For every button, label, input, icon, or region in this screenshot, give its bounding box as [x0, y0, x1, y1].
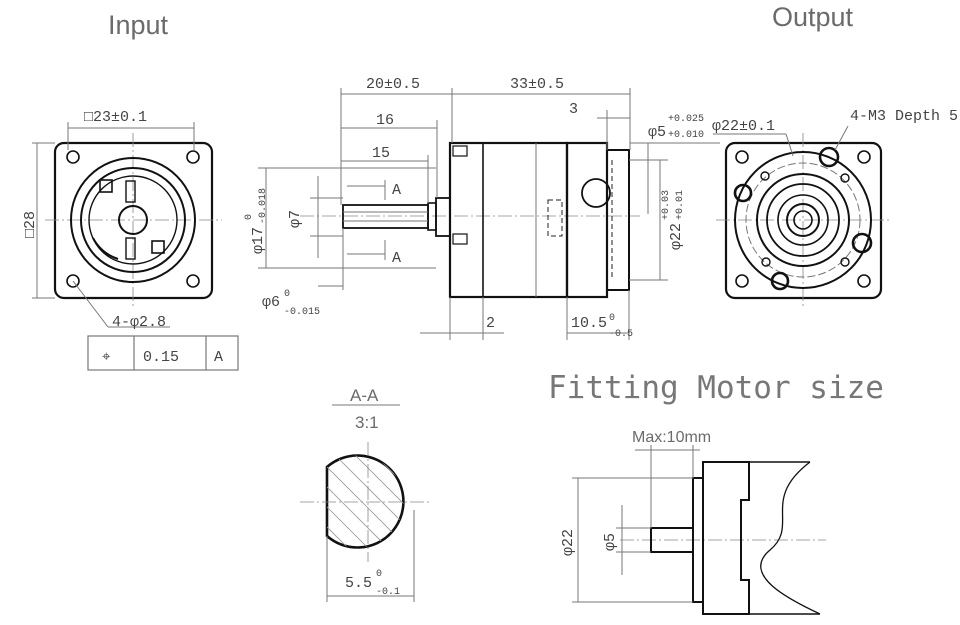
input-square-dim: □23±0.1	[84, 109, 147, 126]
motor-phi5-dim: φ5	[602, 533, 619, 551]
dim-2: 2	[486, 315, 495, 332]
section-width-lower: -0.1	[376, 587, 400, 598]
dim-phi7: φ7	[287, 210, 304, 228]
dim-20: 20±0.5	[366, 76, 420, 93]
section-mark-top: A	[392, 182, 401, 199]
dim-phi6-upper: 0	[284, 289, 290, 300]
dim-16: 16	[376, 112, 394, 129]
section-scale: 3:1	[355, 413, 379, 432]
position-tolerance-icon: ⌖	[102, 349, 111, 366]
tolerance-datum: A	[214, 349, 223, 366]
fitting-motor-view	[572, 445, 826, 615]
dim-phi17-lower: -0.018	[258, 188, 269, 224]
dim-33: 33±0.5	[510, 76, 564, 93]
section-width-upper: 0	[376, 569, 382, 580]
dim-phi5-upper: +0.025	[668, 114, 704, 125]
input-title: Input	[108, 10, 169, 40]
dim-phi17-group: φ17 0 -0.018	[244, 188, 269, 254]
dim-phi22: φ22	[668, 223, 685, 250]
tolerance-value: 0.15	[143, 349, 179, 366]
motor-phi22-dim: φ22	[560, 529, 577, 556]
motor-max-dim: Max:10mm	[632, 429, 711, 446]
dim-phi6-lower: -0.015	[284, 307, 320, 318]
dim-phi17: φ17	[250, 227, 267, 254]
section-mark-bottom: A	[392, 250, 401, 267]
dim-10-5: 10.5	[571, 315, 607, 332]
output-phi22-dim: φ22±0.1	[712, 118, 775, 135]
dim-phi6: φ6	[262, 294, 280, 311]
dim-phi22-group: φ22 +0.03 +0.01	[661, 190, 686, 250]
output-title: Output	[772, 2, 854, 32]
gearbox-side-view	[258, 88, 720, 340]
input-flange-view	[32, 122, 222, 328]
dim-10-5-lower: -0.5	[609, 329, 633, 340]
dim-phi5: φ5	[648, 124, 666, 141]
fitting-title: Fitting Motor size	[548, 370, 884, 406]
output-thread-dim: 4-M3 Depth 5	[850, 108, 958, 125]
dim-3: 3	[569, 101, 578, 118]
dim-phi5-lower: +0.010	[668, 130, 704, 141]
output-flange-view	[713, 125, 891, 308]
section-title: A-A	[350, 386, 379, 405]
dim-phi17-upper: 0	[244, 214, 255, 220]
section-a-a-view	[300, 404, 430, 602]
dim-phi22-upper: +0.03	[661, 190, 672, 220]
position-tolerance-frame	[87, 335, 239, 371]
input-side-dim: □28	[22, 211, 39, 238]
dim-phi22-lower: +0.01	[675, 190, 686, 220]
dim-10-5-upper: 0	[609, 313, 615, 324]
section-width-dim: 5.5	[345, 575, 372, 592]
dim-15: 15	[372, 145, 390, 162]
input-holes-dim: 4-φ2.8	[112, 314, 166, 331]
